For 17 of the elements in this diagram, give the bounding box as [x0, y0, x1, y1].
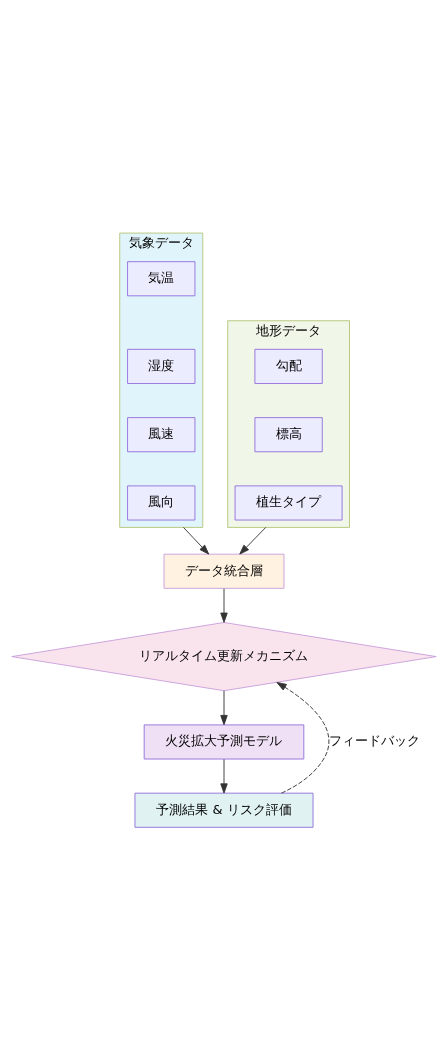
node-box: データ統合層 [163, 553, 285, 589]
arrow [220, 587, 228, 623]
node-box: 火災拡大予測モデル [143, 723, 305, 759]
node-box: 予測結果 & リスク評価 [134, 792, 314, 828]
arrow [183, 526, 210, 555]
node-box: 湿度 [127, 348, 196, 384]
arrow [220, 758, 228, 794]
arrow [276, 681, 330, 794]
node-box: 勾配 [254, 348, 323, 384]
node-box: 植生タイプ [234, 484, 343, 520]
arrow [220, 689, 228, 725]
node-box: 標高 [254, 416, 323, 452]
arrow [239, 526, 267, 555]
node-box: 気温 [127, 260, 196, 296]
node-box: 風向 [127, 484, 196, 520]
edge-label: フィードバック [328, 732, 420, 748]
node-box: 風速 [127, 416, 196, 452]
